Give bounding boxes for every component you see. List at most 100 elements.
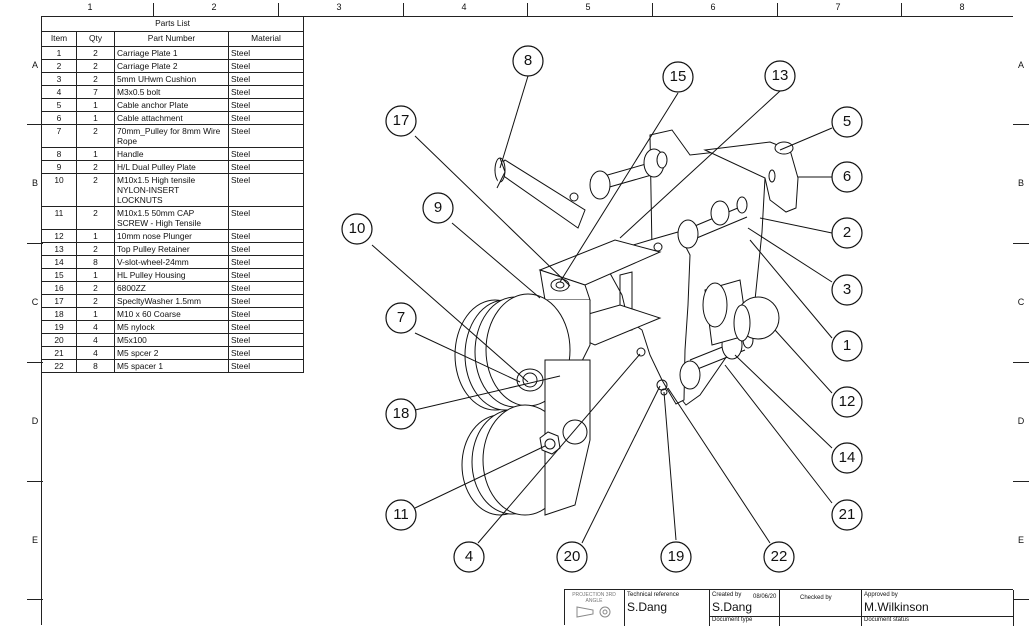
balloon-21: 21 (838, 506, 856, 523)
parts-list-table: Parts List Item Qty Part Number Material… (40, 16, 305, 373)
balloon-1: 1 (842, 337, 852, 354)
balloon-13: 13 (771, 67, 789, 84)
balloon-14: 14 (838, 449, 856, 466)
zone-row-a-right: A (1017, 60, 1024, 70)
zone-row-c-right: C (1017, 297, 1025, 307)
created-by-cell: Created by 08/06/20 S.Dang Document type (710, 590, 780, 626)
technical-reference-label: Technical reference (627, 592, 680, 598)
zone-tick (153, 3, 154, 16)
approved-by-value: M.Wilkinson (864, 600, 929, 614)
balloon-2: 2 (842, 224, 852, 241)
pulley-upper (454, 293, 571, 411)
zone-col-5: 5 (585, 2, 591, 12)
balloon-10: 10 (348, 220, 366, 237)
zone-col-4: 4 (461, 2, 467, 12)
balloon-11: 11 (393, 506, 409, 523)
part-item: 11 (41, 206, 77, 230)
divider (710, 616, 779, 617)
zone-tick (403, 3, 404, 16)
balloon-20: 20 (563, 548, 581, 565)
balloon-7: 7 (396, 309, 406, 326)
balloon-19: 19 (667, 548, 685, 565)
zone-tick (278, 3, 279, 16)
zone-row-c-left: C (31, 297, 39, 307)
zone-col-1: 1 (87, 2, 93, 12)
nose-plunger (702, 279, 780, 346)
balloon-5: 5 (842, 113, 852, 130)
approved-by-label: Approved by (864, 592, 898, 598)
part-number: M10x1.5 High tensile NYLON-INSERT LOCKNU… (114, 173, 229, 207)
zone-row-e-right: E (1017, 535, 1024, 545)
zone-col-3: 3 (336, 2, 342, 12)
balloon-6: 6 (842, 168, 852, 185)
part-qty: 2 (76, 206, 115, 230)
balloon-8: 8 (523, 52, 533, 69)
balloon-22: 22 (770, 548, 788, 565)
zone-tick (901, 3, 902, 16)
zone-tick (1013, 481, 1029, 482)
projection-label: PROJECTION 3RD ANGLE (572, 592, 616, 604)
part-material: Steel (227, 206, 305, 230)
zone-tick (27, 124, 43, 125)
balloon-17: 17 (392, 112, 410, 129)
created-by-label: Created by (712, 592, 742, 598)
zone-col-2: 2 (211, 2, 217, 12)
zone-tick (1013, 243, 1029, 244)
part-item: 10 (41, 173, 77, 207)
checked-by-label: Checked by (800, 595, 832, 601)
balloon-circles (341, 45, 863, 573)
created-date: 08/06/20 (753, 594, 777, 600)
zone-col-6: 6 (710, 2, 716, 12)
balloon-4: 4 (464, 548, 474, 565)
zone-tick (27, 362, 43, 363)
approved-by-cell: Approved by M.Wilkinson Document status (862, 590, 1014, 626)
zone-row-e-left: E (31, 535, 38, 545)
divider (862, 616, 1013, 617)
anchor-slot (768, 169, 776, 183)
technical-reference-cell: Technical reference S.Dang (625, 590, 710, 626)
zone-row-d-left: D (31, 416, 39, 426)
zone-tick (1013, 362, 1029, 363)
zone-row-a-left: A (31, 60, 38, 70)
document-status-label: Document status (864, 617, 910, 623)
handle (494, 157, 586, 229)
zone-col-8: 8 (959, 2, 965, 12)
divider (780, 616, 861, 617)
zone-tick (27, 243, 43, 244)
balloon-9: 9 (433, 199, 443, 216)
v-slot-wheels-top (589, 148, 748, 249)
projection-symbol-icon (576, 606, 611, 618)
projection-cell: PROJECTION 3RD ANGLE (565, 590, 625, 626)
title-block: PROJECTION 3RD ANGLE Technical reference… (564, 589, 1014, 626)
balloon-15: 15 (669, 68, 687, 85)
parts-list-header-row: Item Qty Part Number Material (41, 31, 305, 47)
zone-tick (527, 3, 528, 16)
balloon-18: 18 (392, 405, 410, 422)
leader-lines (371, 75, 833, 544)
balloon-12: 12 (838, 393, 856, 410)
zone-col-7: 7 (835, 2, 841, 12)
zone-tick (27, 599, 43, 600)
zone-tick (1013, 599, 1029, 600)
part-material: Steel (227, 124, 305, 148)
zone-tick (27, 481, 43, 482)
part-material: Steel (227, 359, 305, 373)
zone-row-d-right: D (1017, 416, 1025, 426)
balloon-3: 3 (842, 281, 852, 298)
document-type-label: Document type (712, 617, 753, 623)
zone-tick (1013, 124, 1029, 125)
created-by-value: S.Dang (712, 600, 753, 614)
technical-reference-value: S.Dang (627, 600, 668, 614)
